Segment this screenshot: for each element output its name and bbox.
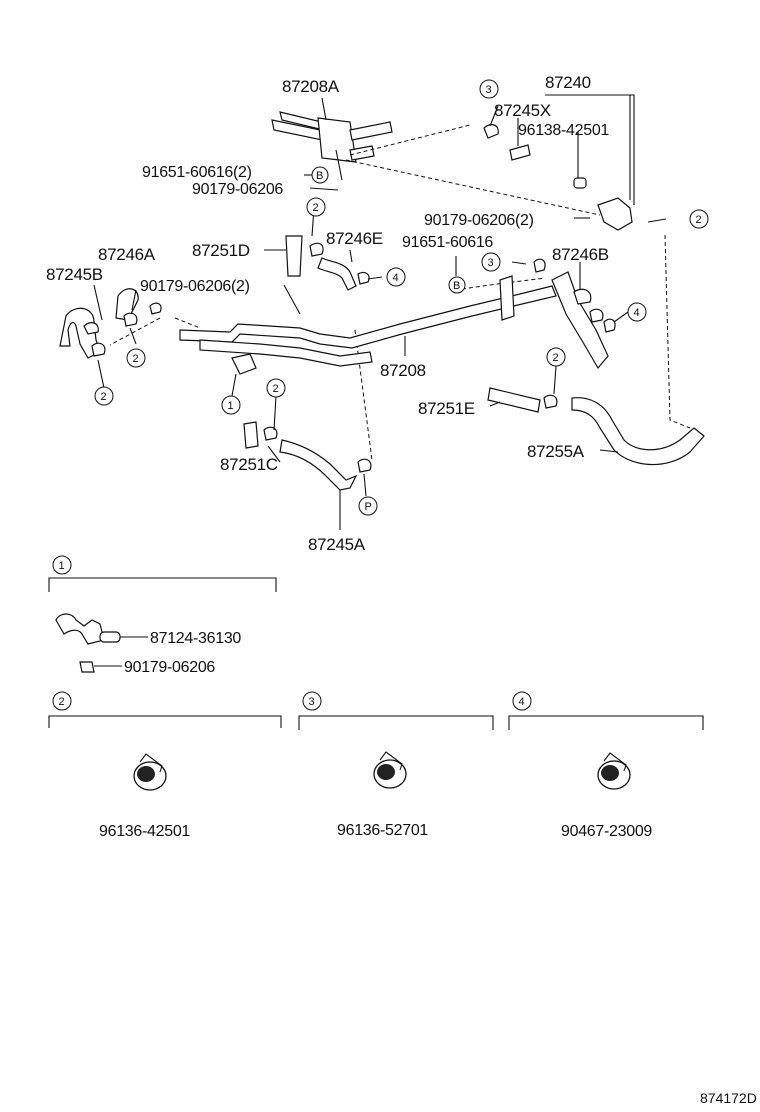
- clamp-bracket-87124: [55, 613, 105, 645]
- detail-box-3: 3 96136-52701: [298, 691, 494, 839]
- label-87246A: 87246A: [98, 245, 156, 264]
- callout-2-c: 2: [126, 348, 146, 368]
- callout-2-f: 2: [266, 378, 286, 398]
- label-90179-06206-2-right: 90179-06206(2): [424, 212, 534, 229]
- label-87246E: 87246E: [326, 229, 383, 248]
- svg-text:1: 1: [228, 400, 234, 412]
- label-90467-23009: 90467-23009: [561, 823, 652, 840]
- label-87208: 87208: [380, 361, 426, 380]
- callout-4-a: 4: [386, 267, 406, 287]
- label-87245X: 87245X: [494, 101, 551, 120]
- callout-3-top: 3: [479, 79, 499, 99]
- label-96136-42501: 96136-42501: [99, 823, 190, 840]
- label-87245A: 87245A: [308, 535, 366, 554]
- label-96136-52701: 96136-52701: [337, 822, 428, 839]
- hose-clamp-icon: [373, 751, 407, 789]
- label-87240: 87240: [545, 73, 591, 92]
- callout-B-top: B: [311, 166, 329, 184]
- svg-text:3: 3: [486, 84, 492, 96]
- label-90179-06206-box: 90179-06206: [124, 659, 215, 676]
- label-87251E: 87251E: [418, 399, 475, 418]
- callout-1-a: 1: [221, 395, 241, 415]
- fitting-87251C: [243, 421, 278, 449]
- svg-text:2: 2: [59, 696, 65, 708]
- svg-text:P: P: [365, 501, 372, 513]
- clamp-bracket: [231, 353, 257, 375]
- callout-B-b: B: [448, 276, 466, 294]
- svg-text:2: 2: [313, 202, 319, 214]
- label-90179-06206-top: 90179-06206: [192, 181, 283, 198]
- hose-clamp-icon: [597, 752, 631, 790]
- label-87246B: 87246B: [552, 245, 609, 264]
- detail-box-1: 1 87124-36130 90179-06206: [48, 555, 277, 676]
- hose-clamp-icon: [133, 753, 167, 791]
- label-87255A: 87255A: [527, 442, 585, 461]
- callout-2-b: 2: [689, 209, 709, 229]
- diagram-reference-code: 874172D: [700, 1090, 757, 1106]
- callout-4-b: 4: [627, 302, 647, 322]
- svg-text:2: 2: [553, 352, 559, 364]
- label-87245B: 87245B: [46, 265, 103, 284]
- callout-2-d: 2: [94, 386, 114, 406]
- label-96138-42501: 96138-42501: [518, 122, 609, 139]
- svg-text:1: 1: [59, 560, 65, 572]
- svg-text:B: B: [453, 280, 460, 292]
- svg-text:2: 2: [133, 353, 139, 365]
- label-87124-36130: 87124-36130: [150, 630, 241, 647]
- hose-87246B: [533, 258, 616, 370]
- water-valve-assembly: [483, 94, 635, 231]
- fitting-87251E: [487, 387, 558, 413]
- label-90179-06206-2-left: 90179-06206(2): [140, 278, 250, 295]
- label-91651-60616-2: 91651-60616(2): [142, 164, 252, 181]
- callout-3-b: 3: [481, 252, 501, 272]
- svg-text:2: 2: [273, 383, 279, 395]
- svg-text:4: 4: [634, 307, 640, 319]
- hose-87246E: [317, 257, 370, 291]
- hose-87245A: [279, 439, 372, 530]
- label-87251C: 87251C: [220, 455, 278, 474]
- label-87208A: 87208A: [282, 77, 340, 96]
- svg-text:3: 3: [488, 257, 494, 269]
- hose-87255A: [571, 397, 705, 466]
- svg-text:4: 4: [519, 696, 525, 708]
- callout-P: P: [358, 496, 378, 516]
- label-91651-60616: 91651-60616: [402, 234, 493, 251]
- callout-2-a: 2: [306, 197, 326, 217]
- svg-text:2: 2: [696, 214, 702, 226]
- detail-box-2: 2 96136-42501: [48, 691, 282, 840]
- callout-2-e: 2: [546, 347, 566, 367]
- svg-text:B: B: [316, 170, 323, 182]
- svg-text:2: 2: [101, 391, 107, 403]
- fitting-87251D: [285, 235, 324, 277]
- detail-box-4: 4 90467-23009: [508, 691, 704, 840]
- hose-87245B: [59, 288, 162, 359]
- nut-90179: [79, 661, 95, 673]
- svg-text:4: 4: [393, 272, 399, 284]
- label-87251D: 87251D: [192, 241, 250, 260]
- water-pipe-87208: [179, 275, 557, 367]
- svg-text:3: 3: [309, 696, 315, 708]
- heater-valve-assembly: [271, 97, 393, 181]
